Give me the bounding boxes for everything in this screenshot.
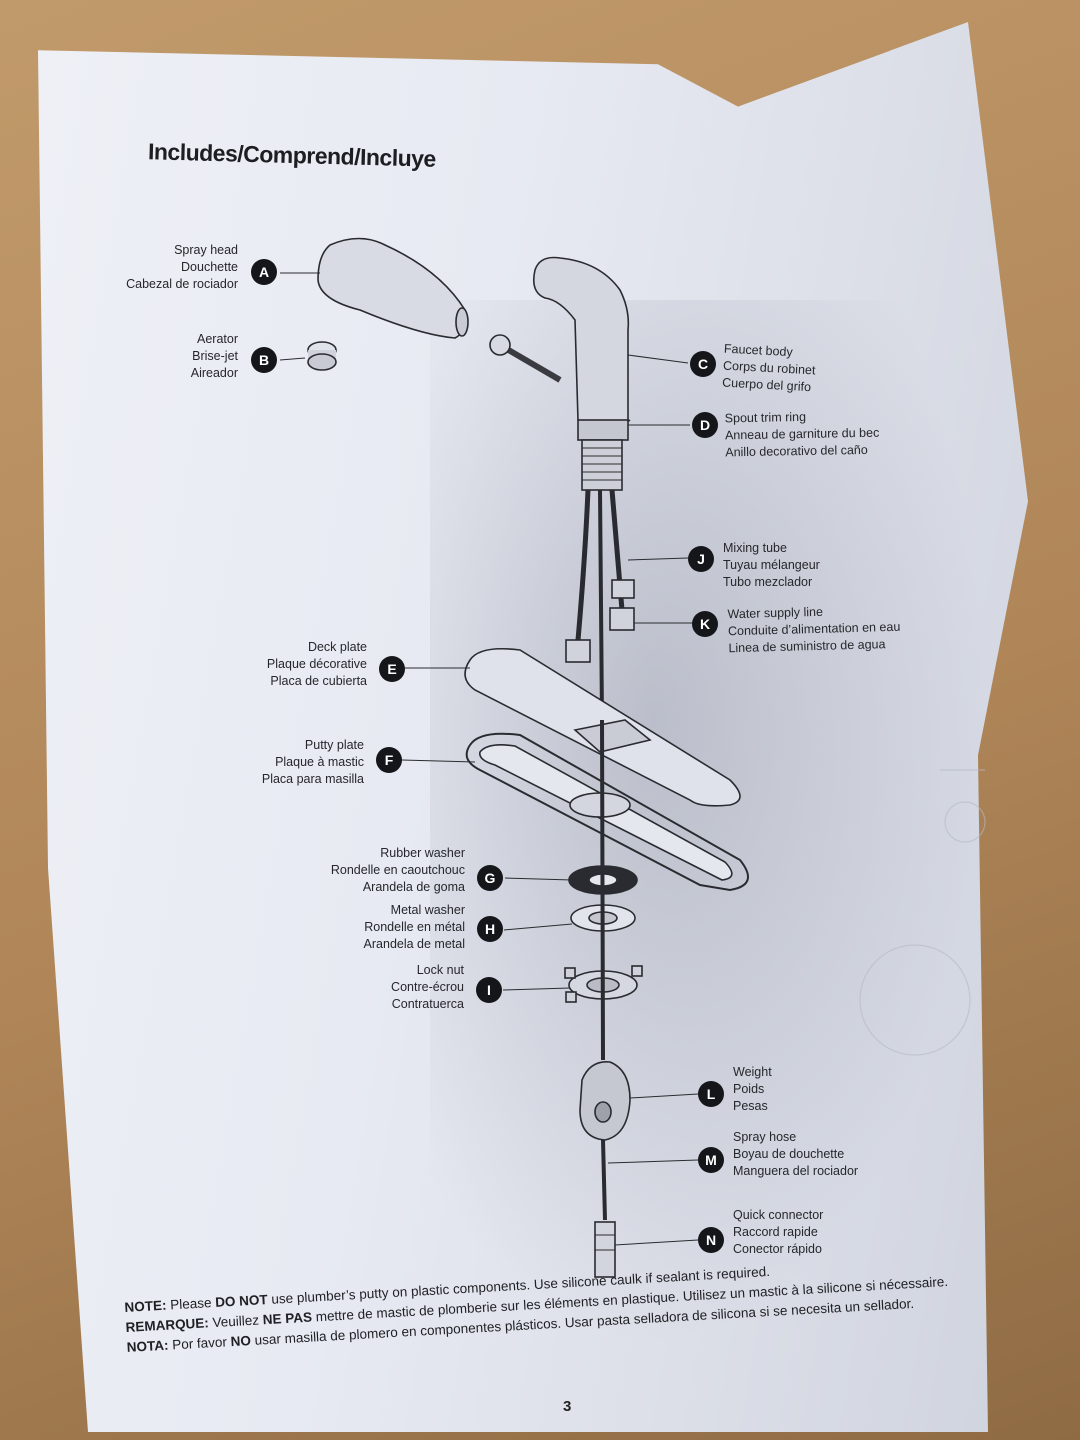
badge-c: C — [690, 351, 716, 377]
badge-n: N — [698, 1227, 724, 1253]
supply-lines-drawing — [565, 489, 635, 721]
spray-head-drawing — [317, 237, 468, 339]
badge-l: L — [698, 1081, 724, 1107]
quick-connector-drawing — [594, 1221, 616, 1278]
badge-g: G — [477, 865, 503, 891]
aerator-drawing — [307, 341, 337, 371]
badge-f: F — [376, 747, 402, 773]
badge-b: B — [251, 347, 277, 373]
badge-e: E — [379, 656, 405, 682]
faucet-body-drawing — [489, 256, 631, 441]
badge-h: H — [477, 916, 503, 942]
page-number: 3 — [563, 1398, 572, 1415]
shadow-overlay — [430, 300, 990, 1350]
badge-d: D — [692, 412, 718, 438]
badge-a: A — [251, 259, 277, 285]
badge-j: J — [688, 546, 714, 572]
weight-drawing — [579, 1061, 631, 1141]
badge-m: M — [698, 1147, 724, 1173]
badge-i: I — [476, 977, 502, 1003]
shank-drawing — [581, 439, 623, 491]
instruction-sheet — [38, 22, 1028, 1432]
putty-plate-drawing — [465, 732, 749, 892]
spray-hose-drawing — [600, 719, 607, 1221]
badge-k: K — [692, 611, 718, 637]
